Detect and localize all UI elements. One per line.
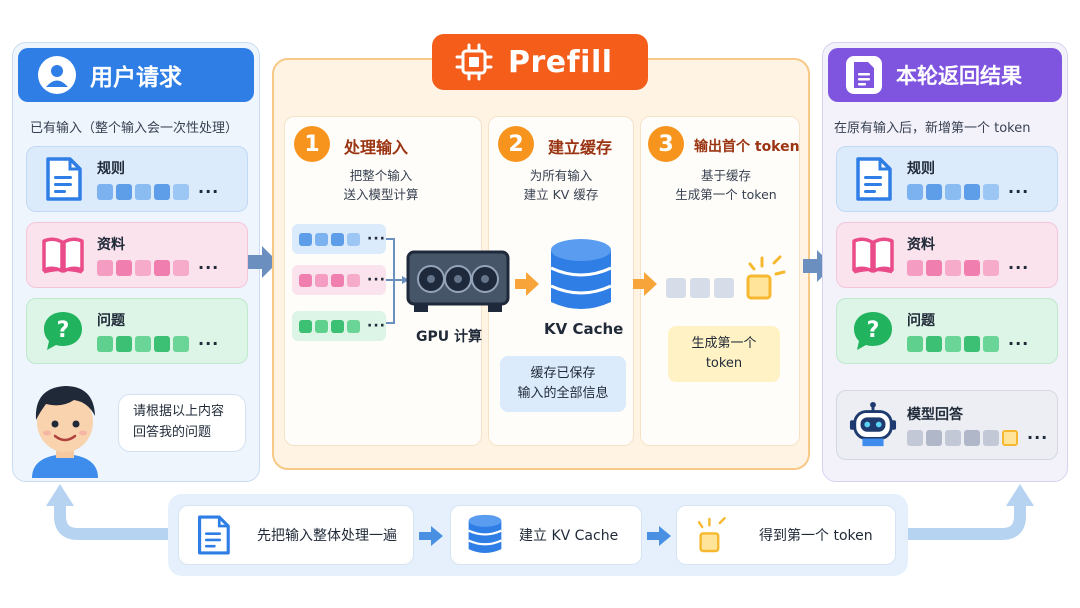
step-desc-3-line-1: 基于缓存 bbox=[700, 168, 751, 183]
step-number-1: 1 bbox=[294, 126, 330, 162]
question-bubble-icon: ? bbox=[849, 307, 897, 355]
arrow-right-icon bbox=[802, 248, 834, 288]
user-speech-bubble: 请根据以上内容 回答我的问题 bbox=[118, 394, 246, 452]
right-caption: 在原有输入后，新增第一个 token bbox=[834, 121, 1031, 136]
question-bubble-icon: ? bbox=[39, 307, 87, 355]
loop-arrow-right bbox=[906, 480, 1046, 556]
arrow-right-icon bbox=[646, 524, 672, 552]
step-desc-1-line-1: 把整个输入 bbox=[349, 168, 413, 183]
item-label: 规则 bbox=[97, 161, 125, 177]
right-item-materials: 资料 ··· bbox=[836, 222, 1058, 288]
chip-icon bbox=[454, 42, 494, 82]
token-blocks: ··· bbox=[907, 430, 1048, 446]
item-label: 资料 bbox=[97, 237, 125, 253]
document-icon bbox=[39, 155, 87, 203]
step-desc-1: 把整个输入 送入模型计算 bbox=[306, 166, 456, 204]
step-title-3: 输出首个 token bbox=[694, 139, 800, 155]
token-blocks: ··· bbox=[907, 260, 1029, 276]
step-title-1: 处理输入 bbox=[344, 138, 409, 157]
token-note: 生成第一个 token bbox=[668, 326, 780, 382]
flow-step-2: 建立 KV Cache bbox=[450, 505, 642, 565]
left-caption: 已有输入（整个输入会一次性处理） bbox=[30, 121, 239, 136]
left-item-question: ? 问题 ··· bbox=[26, 298, 248, 364]
svg-text:?: ? bbox=[57, 318, 70, 343]
user-avatar-icon bbox=[38, 56, 76, 94]
step-desc-2: 为所有输入 建立 KV 缓存 bbox=[500, 166, 622, 204]
mini-row-question: ··· bbox=[292, 311, 386, 341]
mini-row-materials: ··· bbox=[292, 265, 386, 295]
step-desc-1-line-2: 送入模型计算 bbox=[343, 187, 419, 202]
token-blocks: ··· bbox=[97, 260, 219, 276]
user-request-title: 用户请求 bbox=[90, 65, 182, 91]
token-blocks: ··· bbox=[907, 336, 1029, 352]
step-desc-3: 基于缓存 生成第一个 token bbox=[656, 166, 796, 204]
book-icon bbox=[849, 231, 897, 279]
right-item-rules: 规则 ··· bbox=[836, 146, 1058, 212]
item-label: 问题 bbox=[97, 313, 125, 329]
spark-token-icon bbox=[689, 513, 733, 557]
gpu-label: GPU 计算 bbox=[416, 329, 482, 345]
token-note-line-1: 生成第一个 bbox=[691, 336, 757, 351]
spark-token-icon bbox=[738, 254, 788, 306]
flow-step-3: 得到第一个 token bbox=[676, 505, 896, 565]
kv-note: 缓存已保存 输入的全部信息 bbox=[500, 356, 626, 412]
token-blocks: ··· bbox=[97, 336, 219, 352]
flow-step-2-label: 建立 KV Cache bbox=[519, 528, 619, 544]
item-label: 模型回答 bbox=[907, 407, 963, 423]
token-blocks: ··· bbox=[907, 184, 1029, 200]
book-icon bbox=[39, 231, 87, 279]
prefill-title: Prefill bbox=[508, 44, 613, 80]
gpu-icon bbox=[404, 248, 512, 318]
token-blocks: ··· bbox=[97, 184, 219, 200]
result-title: 本轮返回结果 bbox=[896, 64, 1022, 88]
boy-avatar-icon bbox=[22, 378, 108, 478]
arrow-right-icon bbox=[632, 270, 658, 302]
step-number-2: 2 bbox=[498, 126, 534, 162]
arrow-right-icon bbox=[514, 270, 540, 302]
kv-note-line-1: 缓存已保存 bbox=[530, 366, 596, 381]
speech-line-1: 请根据以上内容 bbox=[133, 404, 225, 419]
item-label: 规则 bbox=[907, 161, 935, 177]
right-item-model-reply: 模型回答 ··· bbox=[836, 390, 1058, 460]
step-desc-2-line-2: 建立 KV 缓存 bbox=[523, 187, 599, 202]
speech-line-2: 回答我的问题 bbox=[133, 425, 212, 440]
flow-step-1: 先把输入整体处理一遍 bbox=[178, 505, 414, 565]
flow-step-1-label: 先把输入整体处理一遍 bbox=[257, 528, 397, 544]
token-note-line-2: token bbox=[705, 356, 743, 371]
step-desc-3-line-2: 生成第一个 token bbox=[675, 187, 777, 202]
connector-bracket bbox=[386, 236, 410, 332]
robot-icon bbox=[849, 401, 897, 449]
step-title-2: 建立缓存 bbox=[548, 138, 613, 157]
database-icon bbox=[463, 513, 507, 557]
document-icon bbox=[191, 513, 235, 557]
mini-row-rules: ··· bbox=[292, 224, 386, 254]
svg-text:?: ? bbox=[867, 318, 880, 343]
arrow-right-icon bbox=[246, 244, 280, 284]
result-header: 本轮返回结果 bbox=[828, 48, 1062, 102]
step-number-3: 3 bbox=[648, 126, 684, 162]
arrow-right-icon bbox=[418, 524, 444, 552]
step-desc-2-line-1: 为所有输入 bbox=[529, 168, 593, 183]
item-label: 问题 bbox=[907, 313, 935, 329]
document-icon bbox=[849, 155, 897, 203]
left-item-rules: 规则 ··· bbox=[26, 146, 248, 212]
item-label: 资料 bbox=[907, 237, 935, 253]
right-item-question: ? 问题 ··· bbox=[836, 298, 1058, 364]
document-icon bbox=[846, 56, 882, 94]
kv-note-line-2: 输入的全部信息 bbox=[517, 386, 609, 401]
user-request-header: 用户请求 bbox=[18, 48, 254, 102]
kv-cache-label: KV Cache bbox=[544, 320, 624, 338]
loop-arrow-left bbox=[38, 480, 178, 556]
flow-step-3-label: 得到第一个 token bbox=[759, 528, 873, 544]
database-icon bbox=[548, 236, 614, 320]
token-sequence bbox=[666, 278, 740, 298]
prefill-header: Prefill bbox=[432, 34, 648, 90]
left-item-materials: 资料 ··· bbox=[26, 222, 248, 288]
